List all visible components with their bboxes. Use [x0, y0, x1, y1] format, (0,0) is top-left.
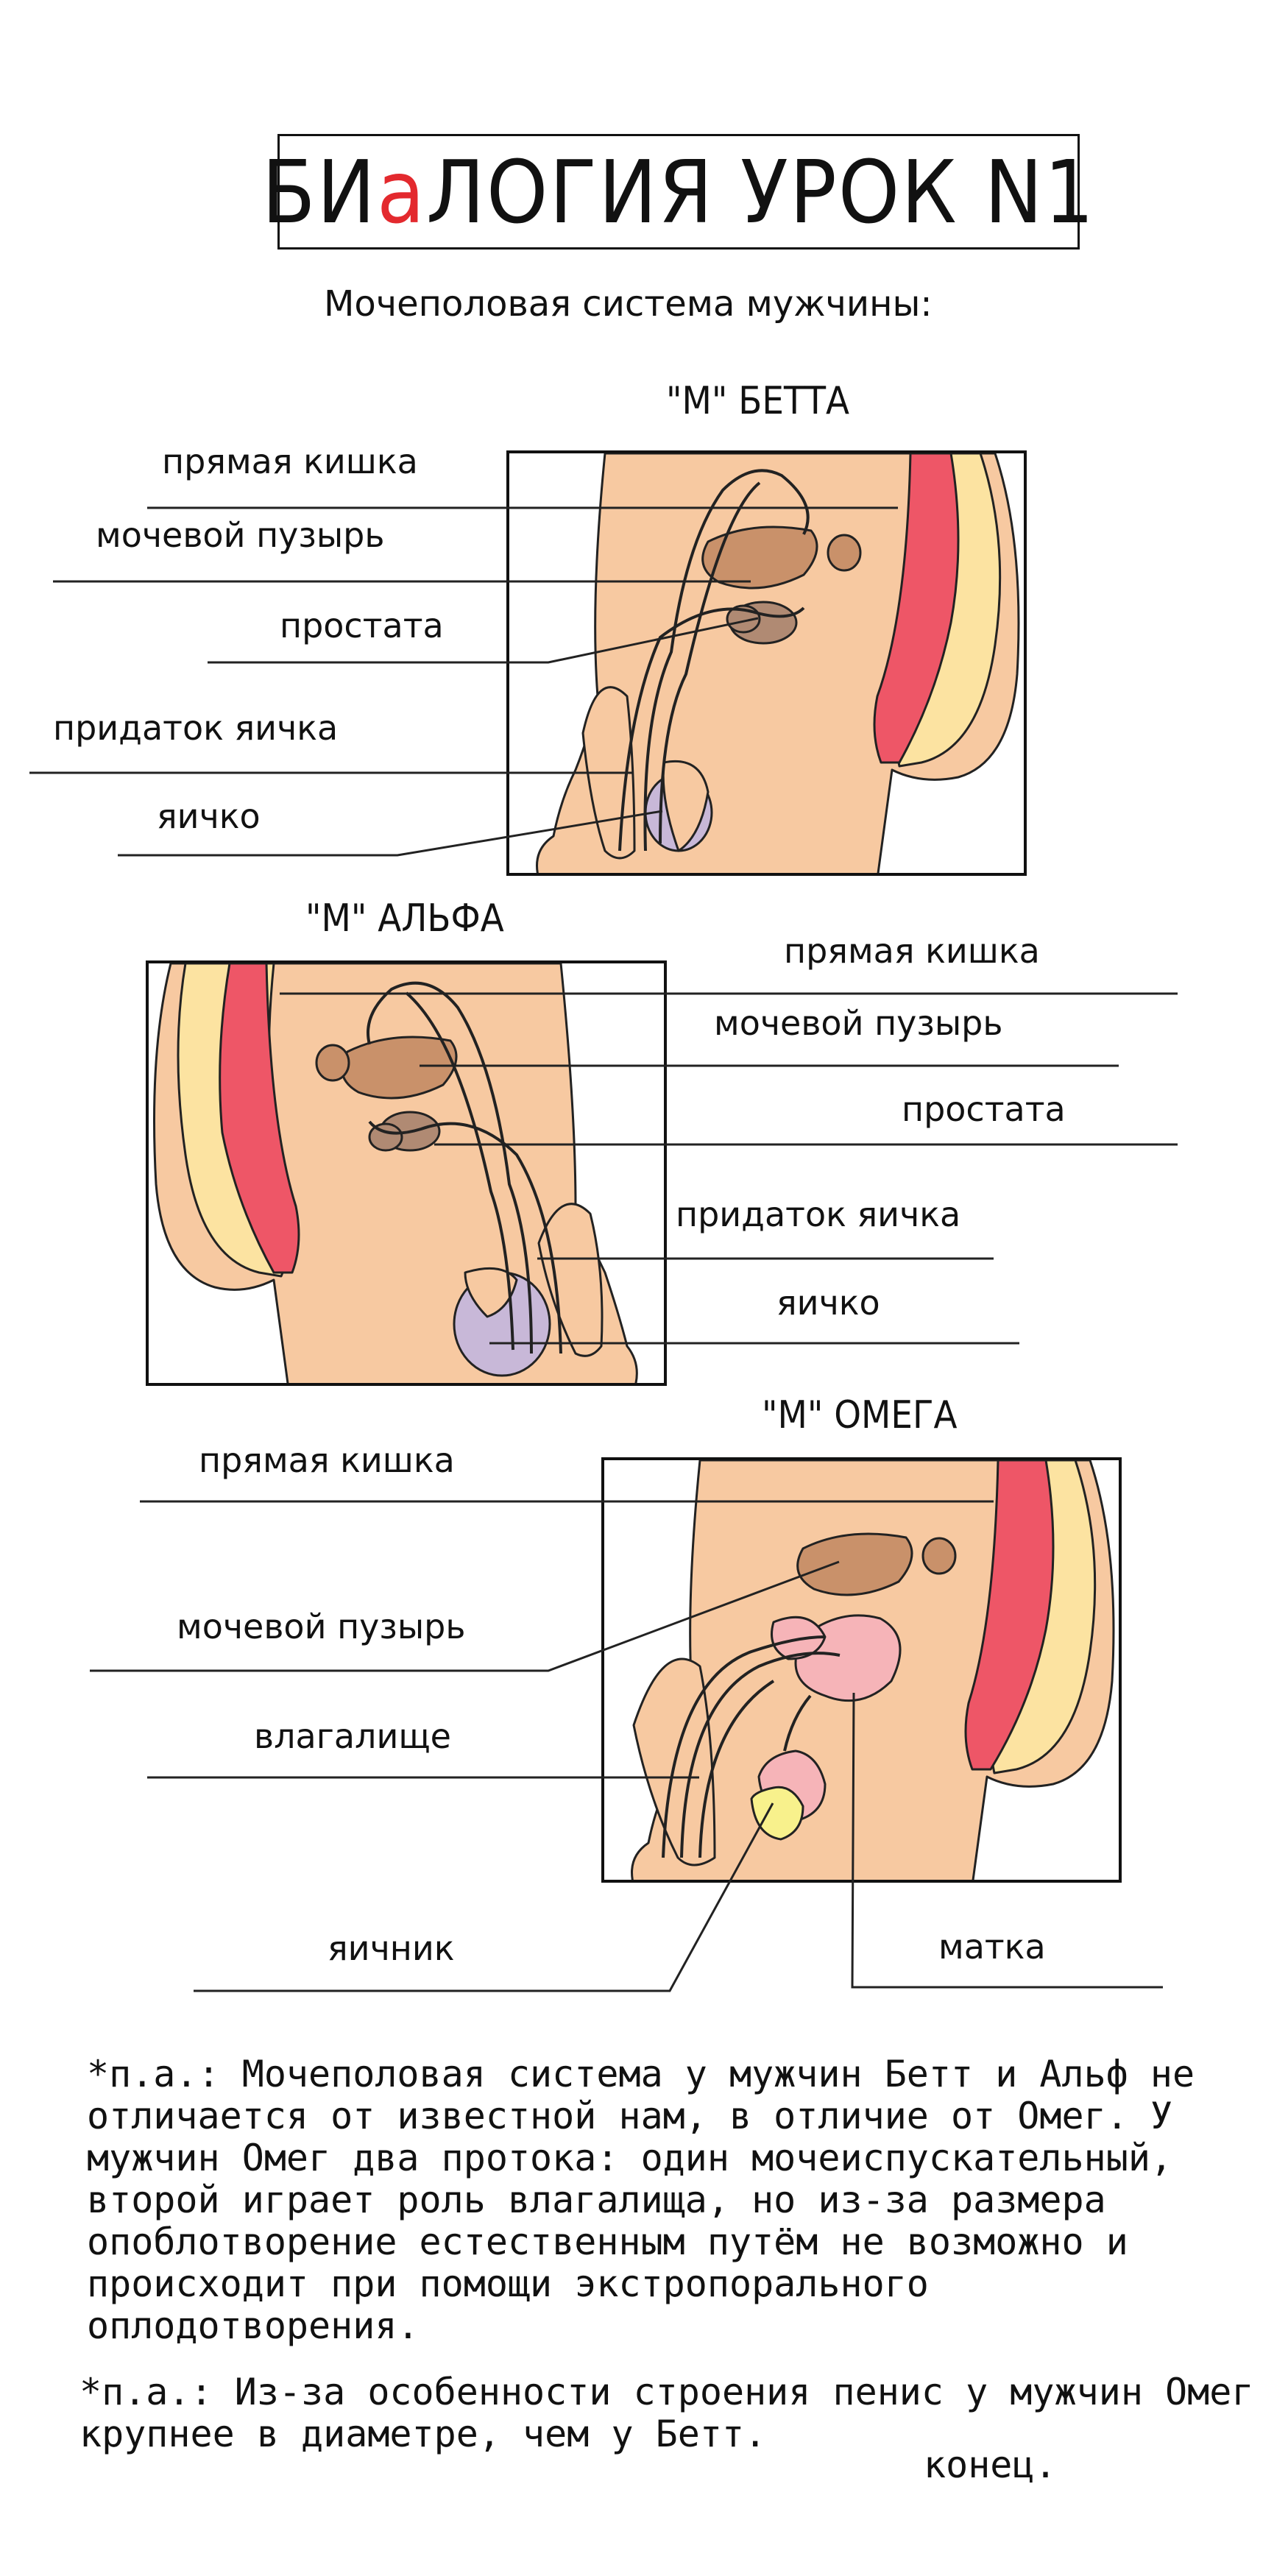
alpha-label-bladder: мочевой пузырь — [714, 1003, 1003, 1043]
footnote-1: *п.а.: Мочеполовая система у мужчин Бетт… — [87, 2053, 1195, 2347]
omega-label-uterus: матка — [938, 1927, 1046, 1967]
omega-anatomy-illustration — [631, 1460, 1115, 1880]
footnote-2: *п.а.: Из-за особенности строения пенис … — [79, 2371, 1254, 2455]
beta-label-testis: яичко — [157, 796, 261, 836]
alpha-label-testis: яичко — [776, 1283, 880, 1323]
title-part-1: БИ — [261, 141, 377, 243]
end-text: конец. — [924, 2444, 1057, 2486]
alpha-title: "М" АЛЬФА — [305, 896, 504, 941]
subtitle: Мочеполовая система мужчины: — [324, 283, 933, 325]
alpha-diagram-panel — [146, 960, 667, 1386]
beta-label-prostate: простата — [280, 606, 444, 645]
omega-label-vagina: влагалище — [254, 1716, 451, 1756]
beta-title: "М" БЕТТА — [666, 379, 850, 423]
beta-anatomy-illustration — [536, 453, 1020, 873]
beta-label-bladder: мочевой пузырь — [96, 515, 385, 555]
beta-label-epididymis: придаток яичка — [53, 708, 339, 748]
alpha-label-epididymis: придаток яичка — [676, 1195, 961, 1234]
omega-label-ovary: яичник — [328, 1928, 455, 1968]
alpha-label-rectum: прямая кишка — [784, 931, 1040, 971]
alpha-anatomy-illustration — [153, 963, 638, 1383]
title-red-letter: а — [376, 141, 427, 243]
omega-label-rectum: прямая кишка — [199, 1440, 455, 1480]
beta-diagram-panel — [506, 450, 1027, 876]
title-part-2: ЛОГИЯ УРОК N1 — [426, 141, 1096, 243]
omega-title: "М" ОМЕГА — [762, 1393, 958, 1437]
alpha-label-prostate: простата — [902, 1089, 1066, 1129]
omega-diagram-panel — [601, 1457, 1122, 1883]
omega-label-bladder: мочевой пузырь — [177, 1607, 466, 1646]
beta-label-rectum: прямая кишка — [162, 442, 418, 481]
